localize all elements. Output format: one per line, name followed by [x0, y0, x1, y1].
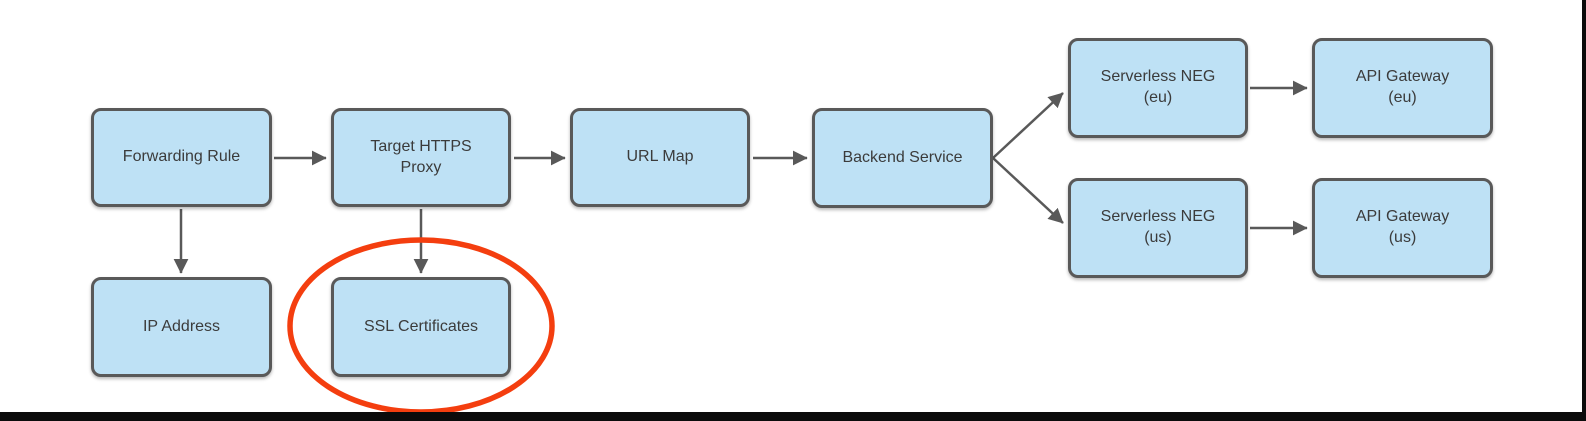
- node-ip-address: IP Address: [91, 277, 272, 377]
- frame-right-bar: [1582, 0, 1586, 421]
- node-target-https-proxy: Target HTTPS Proxy: [331, 108, 511, 207]
- node-label: Target HTTPS Proxy: [370, 137, 472, 176]
- node-label: API Gateway (eu): [1355, 68, 1450, 106]
- node-backend-service: Backend Service: [812, 108, 993, 208]
- node-label: Serverless NEG (eu): [1100, 68, 1216, 106]
- node-label: Backend Service: [842, 148, 963, 166]
- node-api-gateway-us: API Gateway (us): [1312, 178, 1493, 278]
- node-label: IP Address: [142, 317, 221, 335]
- node-url-map: URL Map: [570, 108, 750, 207]
- edge-backend-service-to-serverless-neg-us: [992, 157, 1064, 224]
- node-api-gateway-eu: API Gateway (eu): [1312, 38, 1493, 138]
- node-forwarding-rule: Forwarding Rule: [91, 108, 272, 207]
- edge-backend-service-to-serverless-neg-eu: [992, 92, 1064, 159]
- node-serverless-neg-eu: Serverless NEG (eu): [1068, 38, 1248, 138]
- node-serverless-neg-us: Serverless NEG (us): [1068, 178, 1248, 278]
- node-label: Forwarding Rule: [122, 148, 241, 166]
- node-label: Serverless NEG (us): [1100, 208, 1216, 246]
- node-label: SSL Certificates: [363, 317, 479, 335]
- node-label: API Gateway (us): [1355, 208, 1450, 246]
- node-label: URL Map: [626, 148, 694, 166]
- node-ssl-certificates: SSL Certificates: [331, 277, 511, 377]
- frame-bottom-bar: [0, 412, 1586, 421]
